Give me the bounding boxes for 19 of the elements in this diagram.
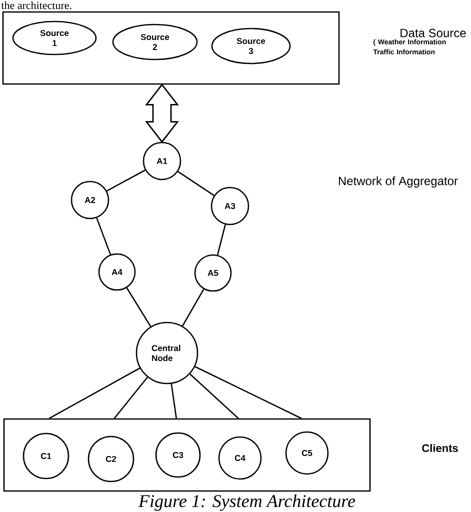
side-label: Data Source [400, 28, 466, 38]
connector-line [114, 376, 148, 419]
connector-line [216, 224, 226, 256]
connector-line [49, 368, 140, 419]
connector-line [194, 366, 302, 419]
container-box [3, 418, 371, 492]
connector-line [126, 288, 152, 327]
connector-line [178, 171, 214, 196]
connector-line [190, 374, 239, 419]
connector-line [96, 218, 112, 255]
connector-line [182, 288, 204, 326]
connector-line [106, 170, 146, 192]
double-arrow [145, 84, 179, 143]
side-label: Network of Aggregator [338, 176, 458, 188]
figure-caption: Figure 1: System Architecture [138, 494, 356, 511]
body-text: the architecture. [1, 1, 72, 10]
container-box [2, 11, 340, 85]
connector-line [170, 384, 177, 418]
side-label: Clients [422, 444, 458, 452]
